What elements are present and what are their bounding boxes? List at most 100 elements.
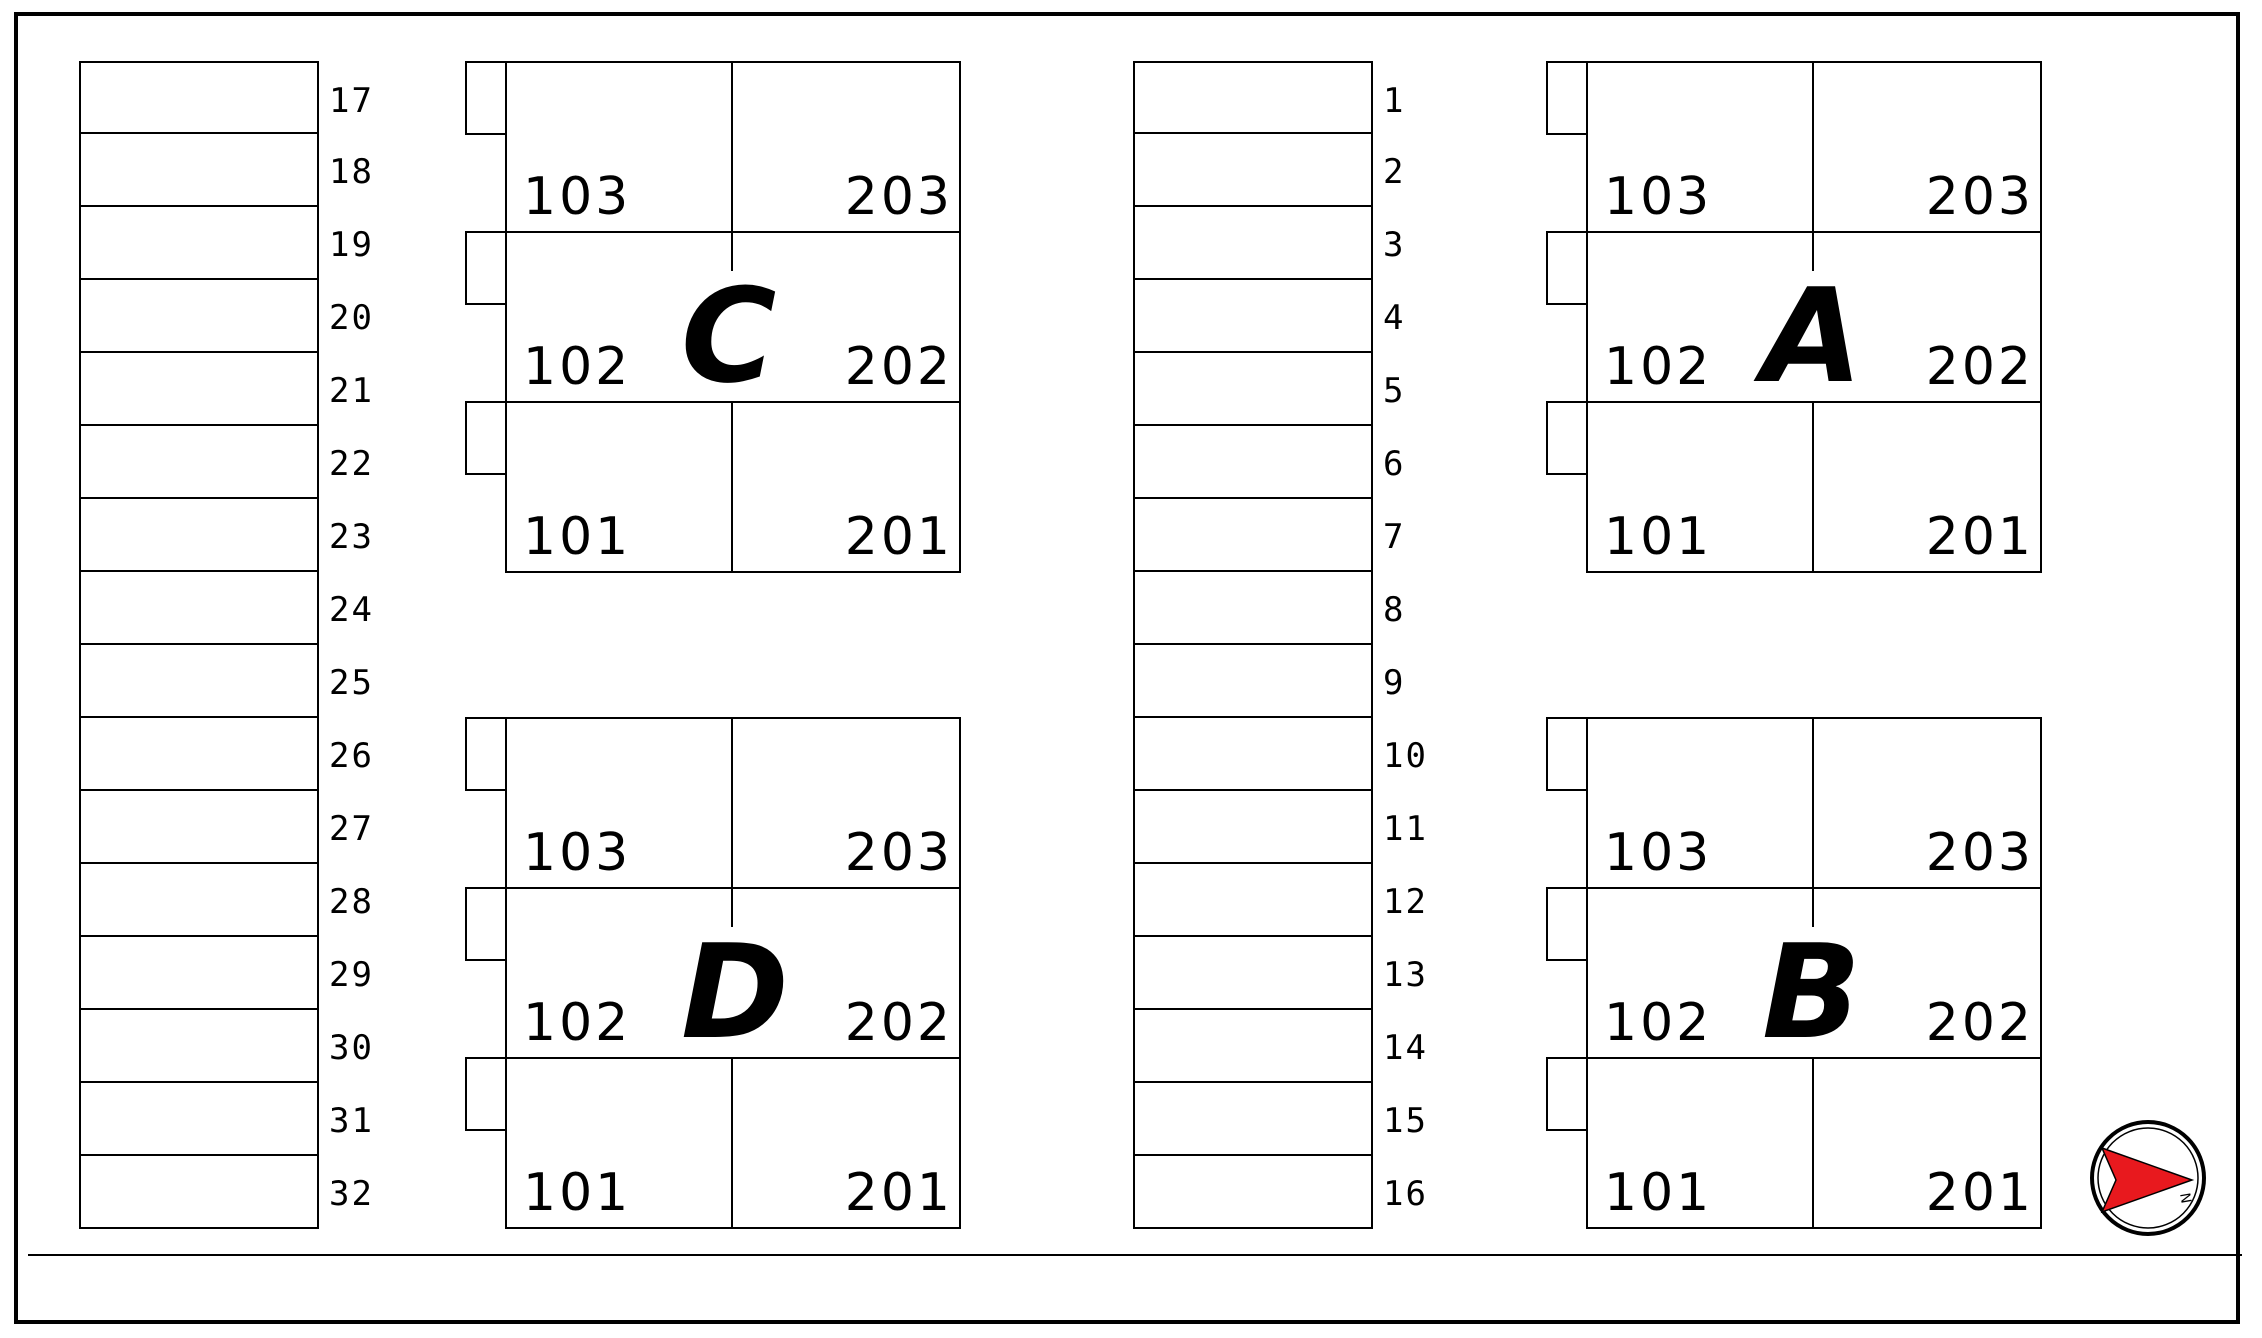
unit-label: 101 (523, 1163, 632, 1223)
floor-divider (505, 231, 961, 233)
entrance (465, 231, 505, 305)
parking-space: 9 (1133, 645, 1403, 718)
parking-space-number: 32 (329, 1174, 374, 1214)
parking-space-number: 31 (329, 1101, 374, 1141)
building-c: 103 203 102 202 101 201 C (465, 61, 961, 573)
unit-label: 101 (523, 507, 632, 567)
building-outline (505, 61, 961, 573)
floor-divider (1586, 887, 2042, 889)
parking-space: 12 (1133, 864, 1426, 937)
parking-space: 26 (79, 718, 372, 791)
floor-divider (1586, 231, 2042, 233)
unit-label: 103 (1604, 823, 1713, 883)
entrance (1546, 887, 1586, 961)
parking-space: 4 (1133, 280, 1403, 353)
parking-space-number: 16 (1383, 1174, 1428, 1214)
unit-label: 103 (523, 823, 632, 883)
entrance (465, 717, 505, 791)
site-plan-frame (14, 12, 2240, 1324)
parking-space: 11 (1133, 791, 1426, 864)
entrance (465, 1057, 505, 1131)
unit-label: 102 (1604, 337, 1713, 397)
parking-space-number: 15 (1383, 1101, 1428, 1141)
parking-space-number: 7 (1383, 517, 1406, 557)
parking-space-number: 10 (1383, 736, 1428, 776)
parking-space-number: 4 (1383, 298, 1406, 338)
unit-label: 203 (1925, 823, 2034, 883)
unit-label: 201 (1925, 507, 2034, 567)
parking-space-number: 24 (329, 590, 374, 630)
parking-space-number: 28 (329, 882, 374, 922)
parking-space: 31 (79, 1083, 372, 1156)
parking-space: 17 (79, 61, 372, 134)
parking-space-number: 18 (329, 152, 374, 192)
entrance (1546, 231, 1586, 305)
parking-space-number: 2 (1383, 152, 1406, 192)
building-name: C (677, 271, 781, 401)
parking-space: 27 (79, 791, 372, 864)
parking-space: 18 (79, 134, 372, 207)
building-outline (505, 717, 961, 1229)
parking-space: 29 (79, 937, 372, 1010)
parking-space-number: 21 (329, 371, 374, 411)
parking-space-number: 12 (1383, 882, 1428, 922)
parking-space-number: 6 (1383, 444, 1406, 484)
parking-space-number: 26 (329, 736, 374, 776)
floor-divider (505, 401, 961, 403)
compass-north-label: N (2176, 1192, 2194, 1205)
parking-space-number: 27 (329, 809, 374, 849)
parking-space-number: 3 (1383, 225, 1406, 265)
parking-space: 10 (1133, 718, 1426, 791)
parking-space: 2 (1133, 134, 1403, 207)
entrance (465, 61, 505, 135)
parking-space-number: 22 (329, 444, 374, 484)
parking-space-number: 23 (329, 517, 374, 557)
floor-divider (505, 887, 961, 889)
unit-label: 202 (844, 993, 953, 1053)
building-name: B (1758, 927, 1866, 1057)
parking-space: 21 (79, 353, 372, 426)
building-name: A (1758, 271, 1867, 401)
entrance (465, 401, 505, 475)
unit-label: 203 (844, 823, 953, 883)
entrance (1546, 717, 1586, 791)
entrance (1546, 1057, 1586, 1131)
building-name: D (677, 927, 793, 1057)
footer-divider (28, 1254, 2242, 1256)
parking-space: 14 (1133, 1010, 1426, 1083)
parking-space: 16 (1133, 1156, 1426, 1229)
unit-label: 103 (1604, 167, 1713, 227)
building-outline (1586, 717, 2042, 1229)
unit-label: 203 (1925, 167, 2034, 227)
parking-space: 19 (79, 207, 372, 280)
parking-space-number: 19 (329, 225, 374, 265)
parking-space-number: 20 (329, 298, 374, 338)
unit-label: 201 (1925, 1163, 2034, 1223)
building-d: 103 203 102 202 101 201 D (465, 717, 961, 1229)
parking-space: 6 (1133, 426, 1403, 499)
floor-divider (1586, 401, 2042, 403)
unit-label: 203 (844, 167, 953, 227)
building-outline (1586, 61, 2042, 573)
parking-space-number: 25 (329, 663, 374, 703)
parking-column-right: 1 2 3 4 5 6 7 8 9 10 11 12 13 14 15 16 (1133, 61, 1426, 1229)
parking-space: 8 (1133, 572, 1403, 645)
parking-space-number: 9 (1383, 663, 1406, 703)
unit-label: 101 (1604, 507, 1713, 567)
parking-space: 30 (79, 1010, 372, 1083)
parking-space: 7 (1133, 499, 1403, 572)
parking-space: 23 (79, 499, 372, 572)
parking-space: 25 (79, 645, 372, 718)
parking-space-number: 8 (1383, 590, 1406, 630)
unit-label: 201 (844, 1163, 953, 1223)
unit-label: 102 (523, 337, 632, 397)
parking-space: 20 (79, 280, 372, 353)
parking-space-number: 13 (1383, 955, 1428, 995)
parking-space-number: 17 (329, 81, 374, 121)
building-b: 103 203 102 202 101 201 B (1546, 717, 2042, 1229)
parking-space: 28 (79, 864, 372, 937)
parking-space: 1 (1133, 61, 1403, 134)
building-a: 103 203 102 202 101 201 A (1546, 61, 2042, 573)
entrance (1546, 61, 1586, 135)
unit-label: 202 (1925, 993, 2034, 1053)
